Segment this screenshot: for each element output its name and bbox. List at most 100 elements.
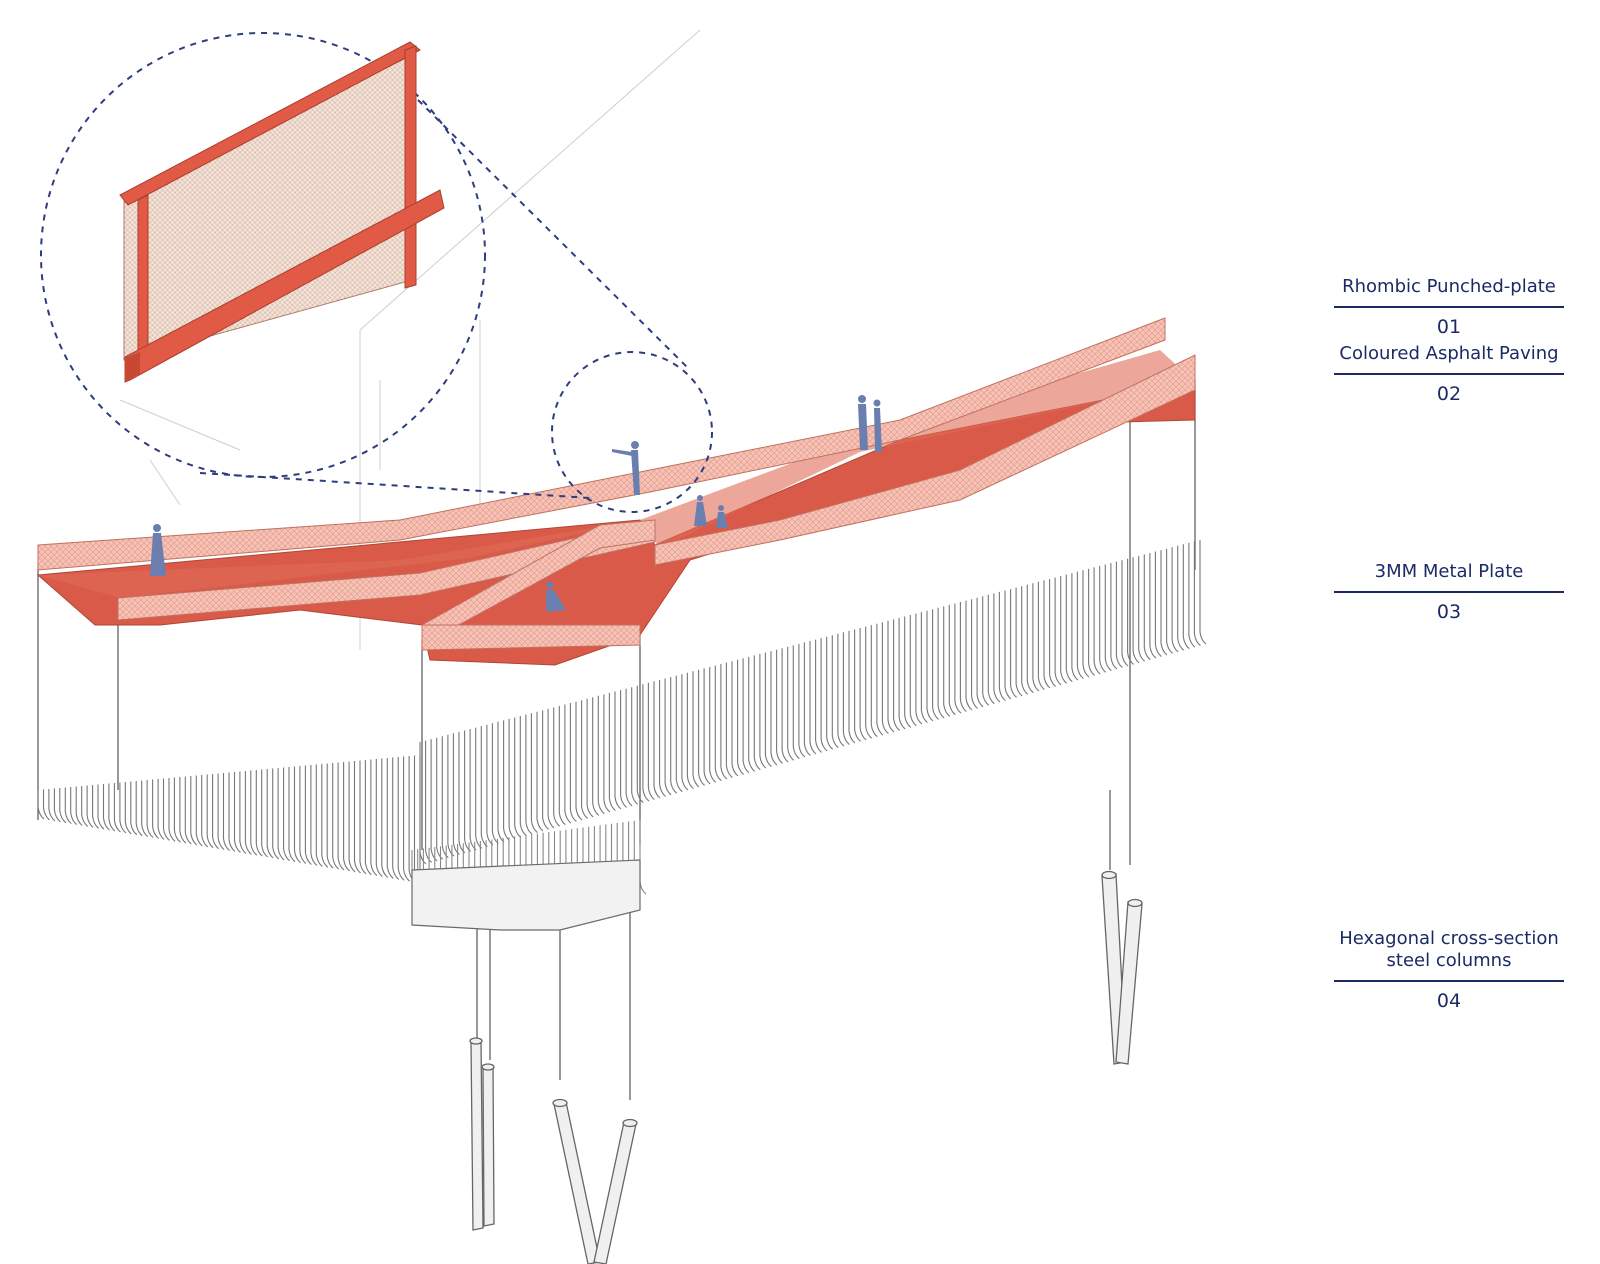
rib-plate [909, 615, 917, 727]
rib-plate [982, 596, 990, 706]
callout-leader-upper [417, 99, 691, 371]
rib-plate [519, 716, 527, 837]
rib-plate [458, 731, 466, 854]
rib-plate [293, 766, 301, 864]
railing-detail [119, 41, 445, 383]
rib-plate [575, 701, 583, 821]
rib-plate [1188, 542, 1196, 648]
rib-plate [86, 785, 94, 828]
rib-plate [547, 708, 555, 829]
rib-plate [81, 786, 89, 827]
rib-plate [1004, 590, 1012, 700]
rib-plate [1171, 547, 1179, 653]
legend-number: 03 [1436, 601, 1462, 623]
rib-plate [1160, 550, 1168, 656]
rib-plate [1182, 544, 1190, 650]
rib-plate [1199, 540, 1207, 645]
rib-plate [157, 779, 165, 840]
rib-plate [1193, 541, 1201, 647]
rib-plate [1076, 571, 1084, 680]
rib-plate [753, 655, 761, 771]
rib-plate [375, 759, 383, 878]
rib-plate [195, 775, 203, 847]
rib-plate [792, 645, 800, 760]
rib-plate [288, 767, 296, 863]
rib-plate [59, 788, 67, 824]
rib-plate [119, 782, 127, 834]
legend-divider [1334, 373, 1564, 375]
rib-plate [1093, 567, 1101, 675]
rib-plate [915, 613, 923, 725]
rib-plate [820, 638, 828, 752]
legend-label: Hexagonal cross-section steel columns [1339, 928, 1559, 971]
rib-plate [943, 606, 951, 717]
rib-plate [870, 625, 878, 738]
railing-detail-post-left [137, 194, 149, 369]
rib-plate [1054, 577, 1062, 686]
rib-plate [1037, 581, 1045, 691]
rib-plate [898, 617, 906, 730]
rib-plate [703, 668, 711, 785]
rib-plate [283, 767, 290, 862]
column-group-left [469, 1037, 495, 1231]
rib-plate [359, 760, 367, 875]
legend-divider [1334, 306, 1564, 308]
rib-plate [447, 734, 455, 857]
rib-plate [1121, 560, 1129, 667]
rib-plate [670, 677, 678, 794]
rib-plate [932, 609, 939, 720]
rib-plate [304, 765, 312, 865]
rib-plate [803, 642, 811, 757]
rib-plate [725, 662, 733, 779]
rib-plate [310, 765, 318, 866]
rib-plate [130, 781, 138, 836]
rib-plate [299, 766, 307, 865]
legend-number: 02 [1436, 383, 1462, 405]
legend-label: Coloured Asphalt Paving [1339, 343, 1559, 364]
rib-plate [92, 785, 99, 829]
rib-plate [639, 820, 647, 895]
rib-plate [168, 778, 176, 842]
legend-divider [1334, 980, 1564, 982]
rib-plate [776, 649, 783, 764]
rib-plate [948, 604, 956, 716]
rib-plate [831, 635, 839, 749]
rib-plate [255, 770, 263, 857]
rib-plate [212, 774, 219, 850]
rib-plate [553, 707, 561, 827]
rib-plate [217, 773, 225, 851]
rib-plate [244, 771, 252, 855]
rib-plate [998, 591, 1006, 702]
rib-plate [881, 622, 889, 735]
person-figure [873, 399, 882, 452]
rib-plate [1065, 574, 1073, 683]
rib-plate [397, 757, 405, 881]
rib-plate [514, 717, 522, 838]
rib-plate [937, 607, 945, 719]
rib-plate [926, 610, 934, 722]
rib-plate [854, 629, 861, 742]
rib-plate [1177, 545, 1185, 651]
rib-plate [631, 687, 639, 805]
rib-plate [419, 742, 427, 865]
rib-plate [698, 669, 705, 786]
rib-plate [647, 682, 655, 801]
person-figure [858, 395, 868, 450]
rib-plate [364, 760, 372, 876]
rib-plate [1132, 557, 1140, 664]
rib-plate [586, 698, 594, 818]
rib-plate [135, 781, 143, 837]
rib-plate [887, 620, 895, 733]
rib-plate [1149, 553, 1157, 659]
rib-plate [893, 619, 900, 731]
rib-plate [681, 674, 689, 791]
railing-front-branch [421, 624, 641, 651]
legend-label: Rhombic Punched-plate [1342, 276, 1556, 297]
rib-plate [1043, 580, 1051, 689]
rib-plate [464, 730, 471, 852]
rib-plate [162, 778, 170, 841]
rib-plate [692, 671, 700, 788]
rib-plate [842, 632, 850, 746]
person-figure [150, 524, 166, 576]
rib-plate [954, 603, 962, 714]
